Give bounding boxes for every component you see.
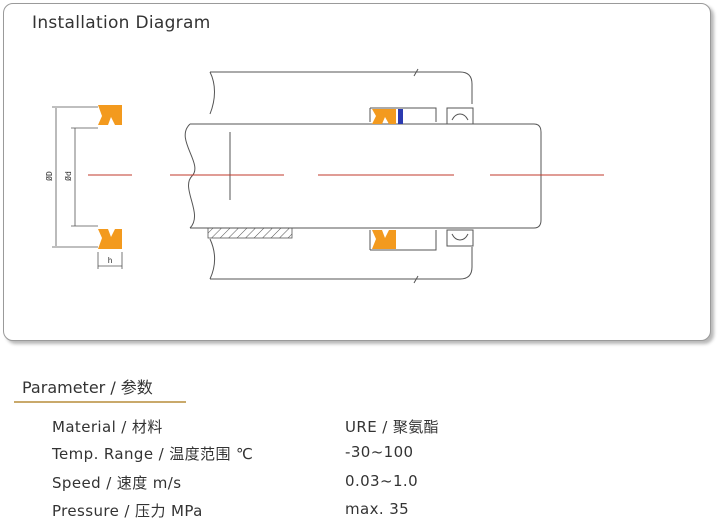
rod-break-line [184, 123, 196, 229]
installed-seal-lower [372, 230, 396, 249]
param-value-speed: 0.03~1.0 [345, 472, 419, 490]
wiper-upper [446, 107, 474, 125]
backup-ring-upper [398, 109, 403, 124]
height-label: h [108, 256, 113, 265]
installation-diagram-drawing: ØD Ød h [44, 68, 604, 284]
param-value-material: URE / 聚氨酯 [345, 418, 440, 436]
piston-rod [184, 123, 542, 239]
wiper-lower [446, 229, 474, 247]
installed-seal-upper [372, 109, 396, 124]
parameter-header: Parameter / 参数 [22, 378, 153, 397]
param-label-pressure: Pressure / 压力 MPa [52, 502, 203, 520]
installation-diagram-panel: Installation Diagram ØD Ød [3, 3, 711, 341]
param-label-speed: Speed / 速度 m/s [52, 474, 182, 492]
outer-diameter-label: ØD [44, 171, 54, 181]
housing-outline [209, 68, 473, 284]
diagram-title: Installation Diagram [32, 13, 211, 33]
parameter-header-underline [14, 401, 186, 403]
param-value-pressure: max. 35 [345, 500, 410, 518]
seal-groove-lower [369, 229, 474, 251]
seal-profile-lower [98, 229, 122, 249]
inner-diameter-label: Ød [63, 171, 73, 181]
param-value-temp-range: -30~100 [345, 443, 414, 461]
seal-dimension-drawing: ØD Ød h [44, 105, 132, 269]
param-label-material: Material / 材料 [52, 418, 163, 436]
hatched-section [207, 227, 293, 239]
seal-profile-upper [98, 105, 122, 125]
seal-groove-upper [369, 107, 474, 125]
param-label-temp-range: Temp. Range / 温度范围 ℃ [52, 445, 254, 463]
